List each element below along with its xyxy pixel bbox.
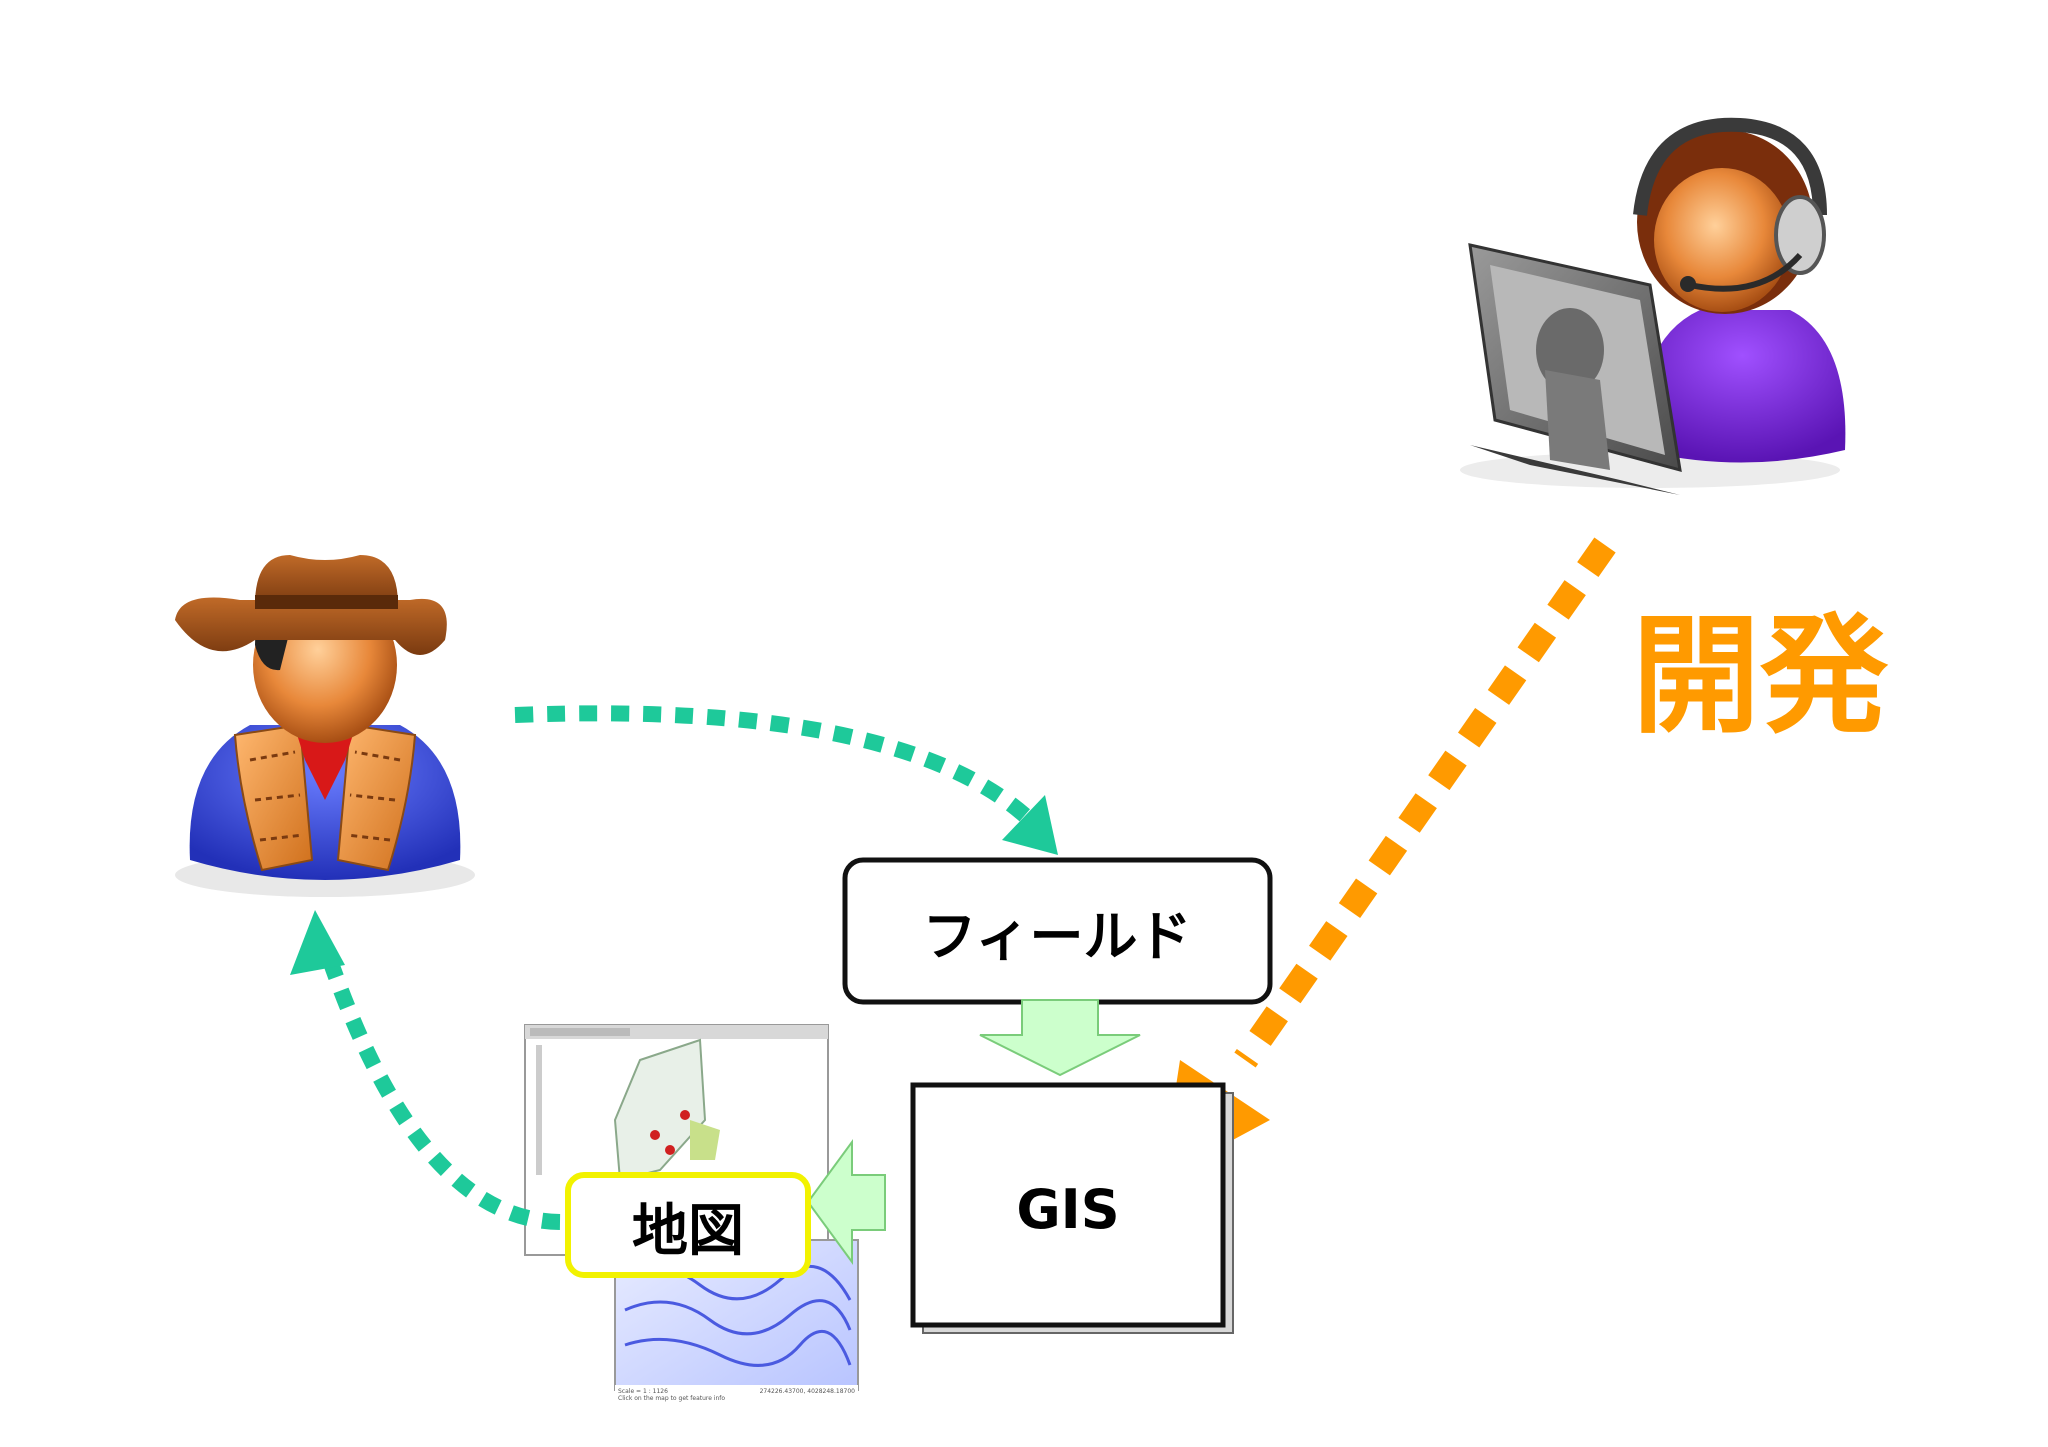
map-delivery-arrow <box>290 910 561 1230</box>
gis-label: GIS <box>1016 1178 1119 1241</box>
gis-box: GIS <box>910 1082 1234 1334</box>
map-coords-text: 274226.43700, 4028248.18700 <box>760 1388 856 1395</box>
field-box: フィールド <box>842 857 1273 1005</box>
developer-icon <box>1460 117 1846 495</box>
field-to-gis-arrow <box>979 999 1141 1077</box>
map-hint-text: Click on the map to get feature info <box>618 1395 725 1402</box>
map-scale-text: Scale = 1 : 1126 <box>618 1388 668 1395</box>
gis-to-map-arrow <box>806 1138 886 1266</box>
map-box: 地図 <box>565 1172 811 1278</box>
development-label: 開発 <box>1632 602 1889 751</box>
field-worker-icon <box>175 555 475 897</box>
field-data-arrow <box>514 705 1058 855</box>
field-label: フィールド <box>923 905 1192 968</box>
map-label: 地図 <box>632 1199 744 1264</box>
